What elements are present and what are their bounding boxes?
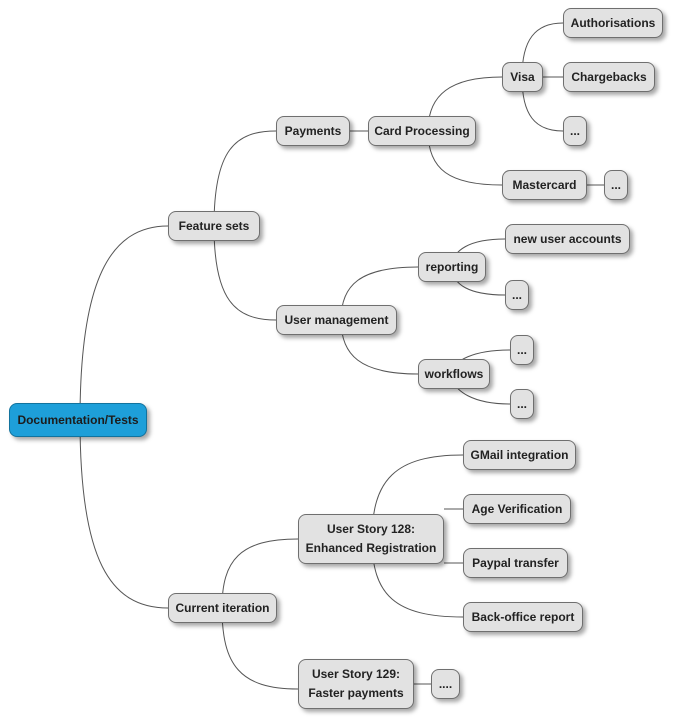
- new-user-accounts-node[interactable]: new user accounts: [505, 224, 630, 254]
- user-management-label: User management: [284, 312, 389, 327]
- root-node[interactable]: Documentation/Tests: [9, 403, 147, 437]
- back-office-report-node[interactable]: Back-office report: [463, 602, 583, 632]
- paypal-transfer-label: Paypal transfer: [472, 555, 559, 570]
- user-story-129-more-node[interactable]: ....: [431, 669, 460, 699]
- edge-feature-sets-payments: [213, 130, 277, 227]
- workflows-more-label-1: ...: [516, 342, 527, 357]
- user-story-129-line2: Faster payments: [308, 686, 404, 700]
- reporting-node[interactable]: reporting: [418, 252, 486, 282]
- feature-sets-label: Feature sets: [178, 218, 250, 233]
- card-processing-node[interactable]: Card Processing: [368, 116, 476, 146]
- chargebacks-node[interactable]: Chargebacks: [563, 62, 655, 92]
- current-iteration-node[interactable]: Current iteration: [168, 593, 277, 623]
- authorisations-label: Authorisations: [570, 15, 656, 30]
- authorisations-node[interactable]: Authorisations: [563, 8, 663, 38]
- mastercard-label: Mastercard: [512, 177, 577, 192]
- chargebacks-label: Chargebacks: [571, 69, 647, 84]
- user-management-node[interactable]: User management: [276, 305, 397, 335]
- user-story-129-line1: User Story 129:: [311, 667, 401, 681]
- visa-more-label: ...: [569, 123, 580, 138]
- feature-sets-node[interactable]: Feature sets: [168, 211, 260, 241]
- gmail-integration-node[interactable]: GMail integration: [463, 440, 576, 470]
- age-verification-label: Age Verification: [471, 501, 563, 516]
- root-node-label: Documentation/Tests: [17, 412, 139, 427]
- mastercard-more-label: ...: [610, 177, 621, 192]
- user-story-128-line2: Enhanced Registration: [305, 541, 437, 555]
- payments-node[interactable]: Payments: [276, 116, 350, 146]
- workflows-node[interactable]: workflows: [418, 359, 490, 389]
- edge-feature-sets-user-management: [213, 225, 277, 321]
- workflows-label: workflows: [424, 366, 484, 381]
- age-verification-node[interactable]: Age Verification: [463, 494, 571, 524]
- reporting-more-node[interactable]: ...: [505, 280, 529, 310]
- visa-more-node[interactable]: ...: [563, 116, 587, 146]
- payments-label: Payments: [284, 123, 342, 138]
- gmail-integration-label: GMail integration: [470, 447, 569, 462]
- back-office-report-label: Back-office report: [471, 609, 575, 624]
- visa-node[interactable]: Visa: [502, 62, 543, 92]
- card-processing-label: Card Processing: [374, 123, 470, 138]
- mastercard-more-node[interactable]: ...: [604, 170, 628, 200]
- reporting-more-label: ...: [511, 287, 522, 302]
- workflows-more-node-2[interactable]: ...: [510, 389, 534, 419]
- user-story-129-more-label: ....: [438, 676, 453, 691]
- edge-root-current-iteration: [79, 419, 169, 609]
- user-story-128-line1: User Story 128:: [326, 522, 416, 536]
- edge-current-iteration-story-129: [221, 607, 299, 690]
- paypal-transfer-node[interactable]: Paypal transfer: [463, 548, 568, 578]
- workflows-more-label-2: ...: [516, 396, 527, 411]
- visa-label: Visa: [510, 69, 535, 84]
- current-iteration-label: Current iteration: [175, 600, 270, 615]
- edge-root-feature-sets: [79, 225, 169, 421]
- reporting-label: reporting: [425, 259, 479, 274]
- workflows-more-node-1[interactable]: ...: [510, 335, 534, 365]
- mastercard-node[interactable]: Mastercard: [502, 170, 587, 200]
- new-user-accounts-label: new user accounts: [513, 231, 622, 246]
- user-story-129-node[interactable]: User Story 129: Faster payments: [298, 659, 414, 709]
- user-story-128-node[interactable]: User Story 128: Enhanced Registration: [298, 514, 444, 564]
